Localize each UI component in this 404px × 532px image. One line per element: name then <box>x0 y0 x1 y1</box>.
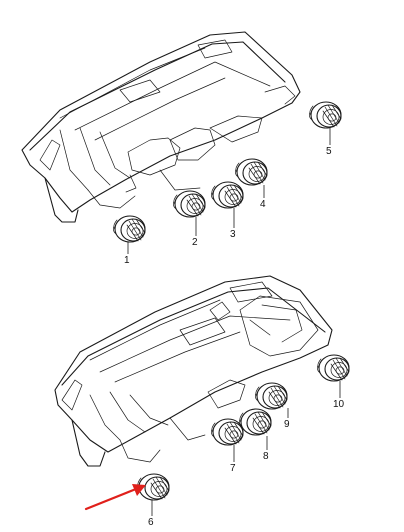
vent-part-9 <box>254 382 288 410</box>
vent-part-4 <box>234 158 268 186</box>
vent-part-5 <box>308 101 342 129</box>
leader-lines <box>127 128 341 516</box>
callout-1: 1 <box>124 255 130 266</box>
dashboard-top <box>21 31 301 223</box>
callout-8: 8 <box>263 451 269 462</box>
callout-6: 6 <box>148 517 154 528</box>
callout-5: 5 <box>326 146 332 157</box>
callout-2: 2 <box>192 237 198 248</box>
vent-part-1 <box>112 215 146 243</box>
callout-7: 7 <box>230 463 236 474</box>
callout-4: 4 <box>260 199 266 210</box>
vent-part-2 <box>172 190 206 218</box>
callout-3: 3 <box>230 229 236 240</box>
vent-part-8 <box>238 408 272 436</box>
callout-labels: 1 2 3 4 5 6 7 8 9 10 <box>124 146 345 528</box>
vent-part-7 <box>210 418 244 446</box>
callout-9: 9 <box>284 419 290 430</box>
highlight-arrow <box>84 484 146 511</box>
vent-part-3 <box>210 181 244 209</box>
dashboard-bottom <box>54 275 333 467</box>
vent-part-10 <box>316 354 350 382</box>
callout-10: 10 <box>333 399 345 410</box>
